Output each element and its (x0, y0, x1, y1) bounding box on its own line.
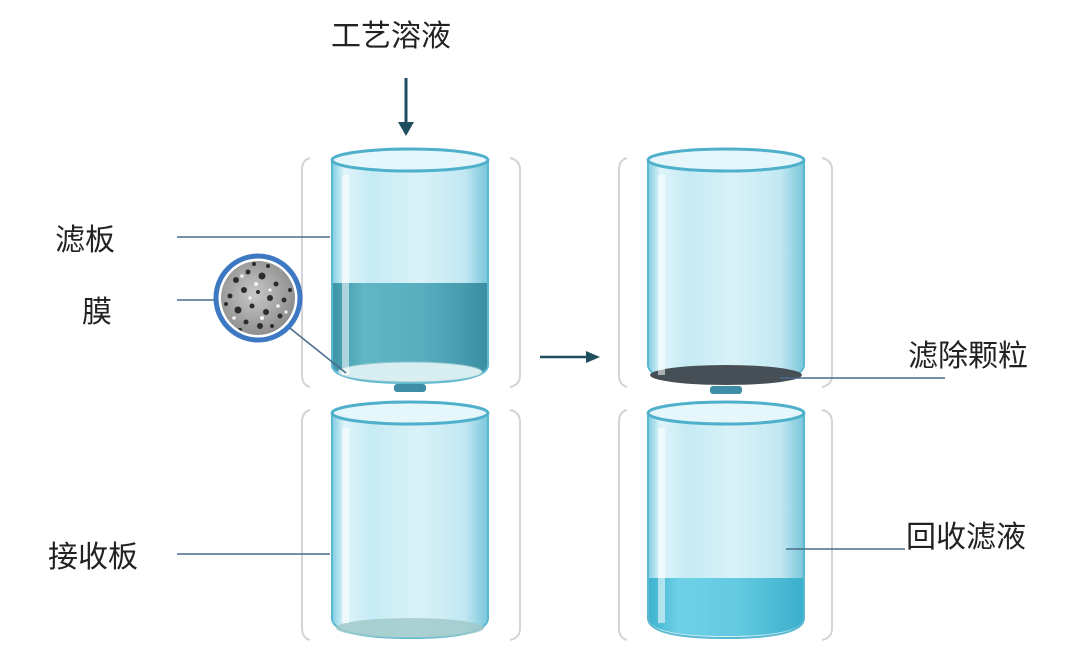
filtered-particles-label: 滤除颗粒 (908, 339, 1028, 374)
filter-membrane-disc (337, 361, 483, 383)
side-brackets (301, 157, 833, 641)
collected-filtrate-label: 回收滤液 (906, 520, 1026, 555)
receiver-plate-label: 接收板 (48, 540, 138, 575)
process-arrow (540, 351, 600, 363)
process-solution-label: 工艺溶液 (331, 19, 451, 54)
receiver-plate-well-right (646, 400, 806, 640)
filter-plate-well-right (646, 147, 806, 394)
filtrate-liquid (649, 578, 803, 636)
retained-particles-layer (650, 365, 802, 385)
membrane-label: 膜 (82, 295, 112, 330)
input-arrow (398, 78, 414, 136)
leader-lines (177, 236, 945, 555)
filter-plate-label: 滤板 (55, 223, 115, 258)
receiver-plate-well-left (330, 400, 490, 640)
membrane-zoom-leader (285, 324, 347, 374)
membrane-magnified-icon (213, 253, 303, 343)
filter-plate-well-left (330, 147, 490, 392)
process-solution-liquid (333, 283, 487, 381)
